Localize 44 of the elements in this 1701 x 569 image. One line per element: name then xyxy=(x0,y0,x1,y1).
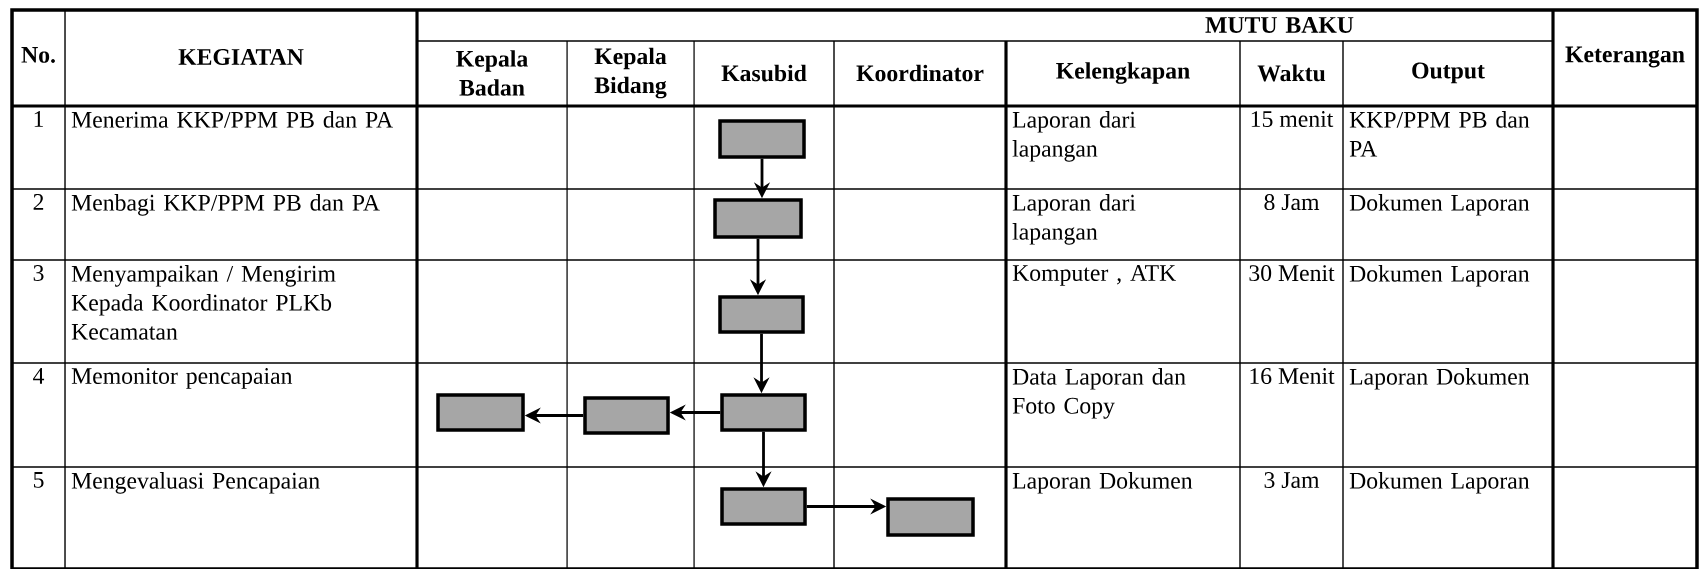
table-cell: 30 Menit xyxy=(1249,265,1335,282)
table-cell: KKP/PPM PB dan PA xyxy=(1349,111,1530,157)
column-header: Kasubid xyxy=(721,64,807,82)
process-box xyxy=(718,119,806,159)
column-header: Kepala Bidang xyxy=(594,47,667,99)
table-cell: Dokumen Laporan xyxy=(1349,265,1530,287)
column-header: Output xyxy=(1412,62,1485,84)
row-number: 1 xyxy=(34,111,44,127)
table-cell: Laporan Dokumen xyxy=(1012,472,1193,494)
column-header: Kelengkapan xyxy=(1056,62,1190,84)
column-header: Koordinator xyxy=(856,64,984,82)
table-cell: Dokumen Laporan xyxy=(1349,194,1530,216)
table-cell: 15 menit xyxy=(1251,111,1334,128)
table-cell: Mengevaluasi Pencapaian xyxy=(71,472,320,494)
table-cell: Laporan Dokumen xyxy=(1349,368,1530,390)
table-cell: Menbagi KKP/PPM PB dan PA xyxy=(71,194,380,216)
table-cell: Menerima KKP/PPM PB dan PA xyxy=(71,111,393,128)
process-box xyxy=(713,198,803,239)
column-header: Keterangan xyxy=(1565,46,1685,68)
table-cell: Komputer , ATK xyxy=(1012,265,1176,286)
process-box xyxy=(720,393,807,432)
process-box xyxy=(720,487,807,526)
column-header: KEGIATAN xyxy=(178,49,304,65)
row-number: 4 xyxy=(33,368,45,384)
process-box xyxy=(583,396,670,435)
table-cell: Data Laporan dan Foto Copy xyxy=(1012,368,1186,419)
process-box xyxy=(886,497,975,537)
column-header: MUTU BAKU xyxy=(1205,17,1354,33)
table-cell: 3 Jam xyxy=(1264,472,1320,489)
row-number: 2 xyxy=(33,194,44,210)
table-cell: 8 Jam xyxy=(1264,194,1320,211)
table-cell: Menyampaikan / Mengirim Kepada Koordinator PLKb Kecamatan xyxy=(71,265,336,340)
column-header: No. xyxy=(21,47,55,63)
table-cell: Dokumen Laporan xyxy=(1349,472,1530,494)
row-number: 3 xyxy=(33,265,44,282)
table-cell: Laporan dari lapangan xyxy=(1012,111,1136,162)
process-box xyxy=(436,393,525,432)
table-cell: Memonitor pencapaian xyxy=(71,368,293,389)
process-box xyxy=(718,295,805,334)
column-header: Kepala Badan xyxy=(456,50,528,96)
table-cell: Laporan dari lapangan xyxy=(1012,194,1136,245)
row-number: 5 xyxy=(33,472,44,488)
table-cell: 16 Menit xyxy=(1250,368,1335,385)
column-header: Waktu xyxy=(1257,64,1326,82)
